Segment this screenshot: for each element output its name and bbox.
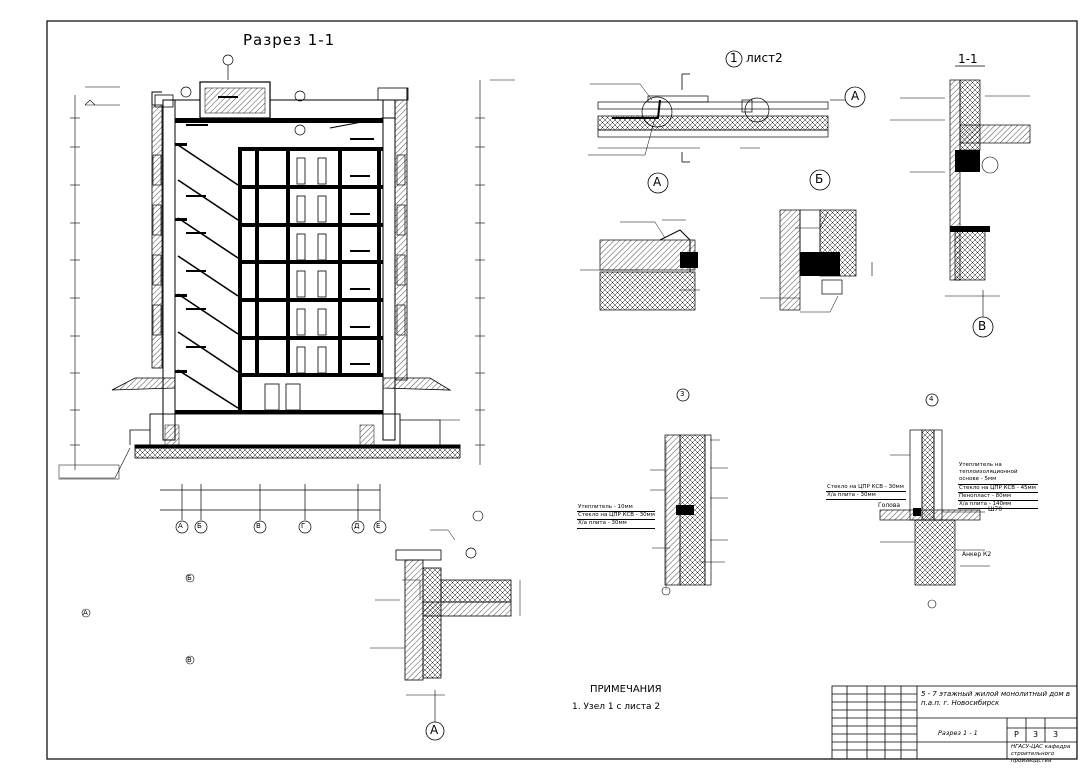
sheet-ref: лист2 — [746, 51, 783, 65]
axis-b: Б — [197, 522, 202, 530]
node-4-layer: Стекло на ЦПР КСВ - 45мм — [958, 485, 1038, 493]
title-block — [831, 685, 1078, 760]
node-4-layer: Утеплитель на теплоизоляционной основе -… — [958, 462, 1038, 485]
node-4-mark-w70: Ш70 — [988, 506, 1003, 513]
building-section — [60, 79, 515, 479]
node-3-layers: Утеплитель - 10мм Стекло на ЦПР КСВ - 30… — [577, 504, 655, 529]
legend-mark-a: А — [83, 609, 88, 617]
node-mark-a-section: В — [978, 319, 987, 333]
axis-e: Е — [376, 522, 381, 530]
title-block-drawing-name: Разрез 1 - 1 — [938, 729, 978, 737]
detail-node-b — [760, 169, 873, 313]
axis-a: А — [178, 522, 183, 530]
title-block-stage: Р — [1014, 730, 1019, 739]
grid-axes — [160, 484, 387, 534]
node-4-layers-left: Стекло на ЦПР КСВ - 30мм Х/а плита - 30м… — [826, 484, 906, 501]
node-3-layer: Х/а плита - 30мм — [577, 520, 655, 529]
node-4-layer: Пенопласт - 80мм — [958, 493, 1038, 502]
node-4-mark-anchor: Анкер К2 — [962, 551, 992, 558]
axis-d: Д — [354, 522, 360, 530]
detail-node-a-large — [370, 510, 521, 741]
axis-v: В — [256, 522, 261, 530]
node-mark-a: А — [653, 175, 662, 189]
node-4-mark-head: Голова — [878, 502, 901, 509]
axis-g: Г — [301, 522, 306, 530]
node-4-layer: Х/а плита - 30мм — [826, 492, 906, 501]
node-4-label: 4 — [929, 395, 934, 403]
node-4-layer: Х/а плита - 140мм — [958, 501, 1038, 510]
node-mark-a-right: А — [851, 89, 860, 103]
title-block-org: НГАСУ-ЦАС кафедра строительного производ… — [1011, 744, 1071, 764]
legend-mark-v: В — [187, 656, 192, 664]
detail-node-4 — [879, 393, 990, 609]
notes-title: ПРИМЕЧАНИЯ — [590, 684, 662, 695]
ground-strip — [134, 447, 461, 459]
title-block-project: 5 - 7 этажный жилой монолитный дом в п.а… — [921, 690, 1071, 707]
title-block-sheet: 3 — [1033, 730, 1039, 739]
notes-text: 1. Узел 1 с листа 2 — [572, 702, 661, 712]
node-3-layer: Стекло на ЦПР КСВ - 30мм — [577, 512, 655, 521]
legend-blocks — [58, 464, 195, 665]
node-mark-a-large: А — [430, 723, 439, 737]
detail-section-1-1 — [890, 65, 1031, 338]
node-3-layer: Утеплитель - 10мм — [577, 504, 655, 513]
node-mark-b: Б — [815, 172, 824, 186]
section-mark: 1-1 — [958, 52, 978, 66]
detail-node-3 — [650, 388, 728, 596]
legend-mark-b: Б — [187, 574, 192, 582]
node-4-layers-right: Утеплитель на теплоизоляционной основе -… — [958, 462, 1038, 510]
sheet-ref-num: 1 — [730, 51, 738, 65]
detail-node-a — [580, 172, 700, 311]
sheet-frame — [46, 20, 1078, 760]
detail-1 — [588, 50, 866, 163]
title-block-sheets: 3 — [1053, 730, 1059, 739]
section-title: Разрез 1-1 — [243, 31, 336, 49]
node-3-label: 3 — [680, 390, 685, 398]
node-4-layer: Стекло на ЦПР КСВ - 30мм — [826, 484, 906, 493]
